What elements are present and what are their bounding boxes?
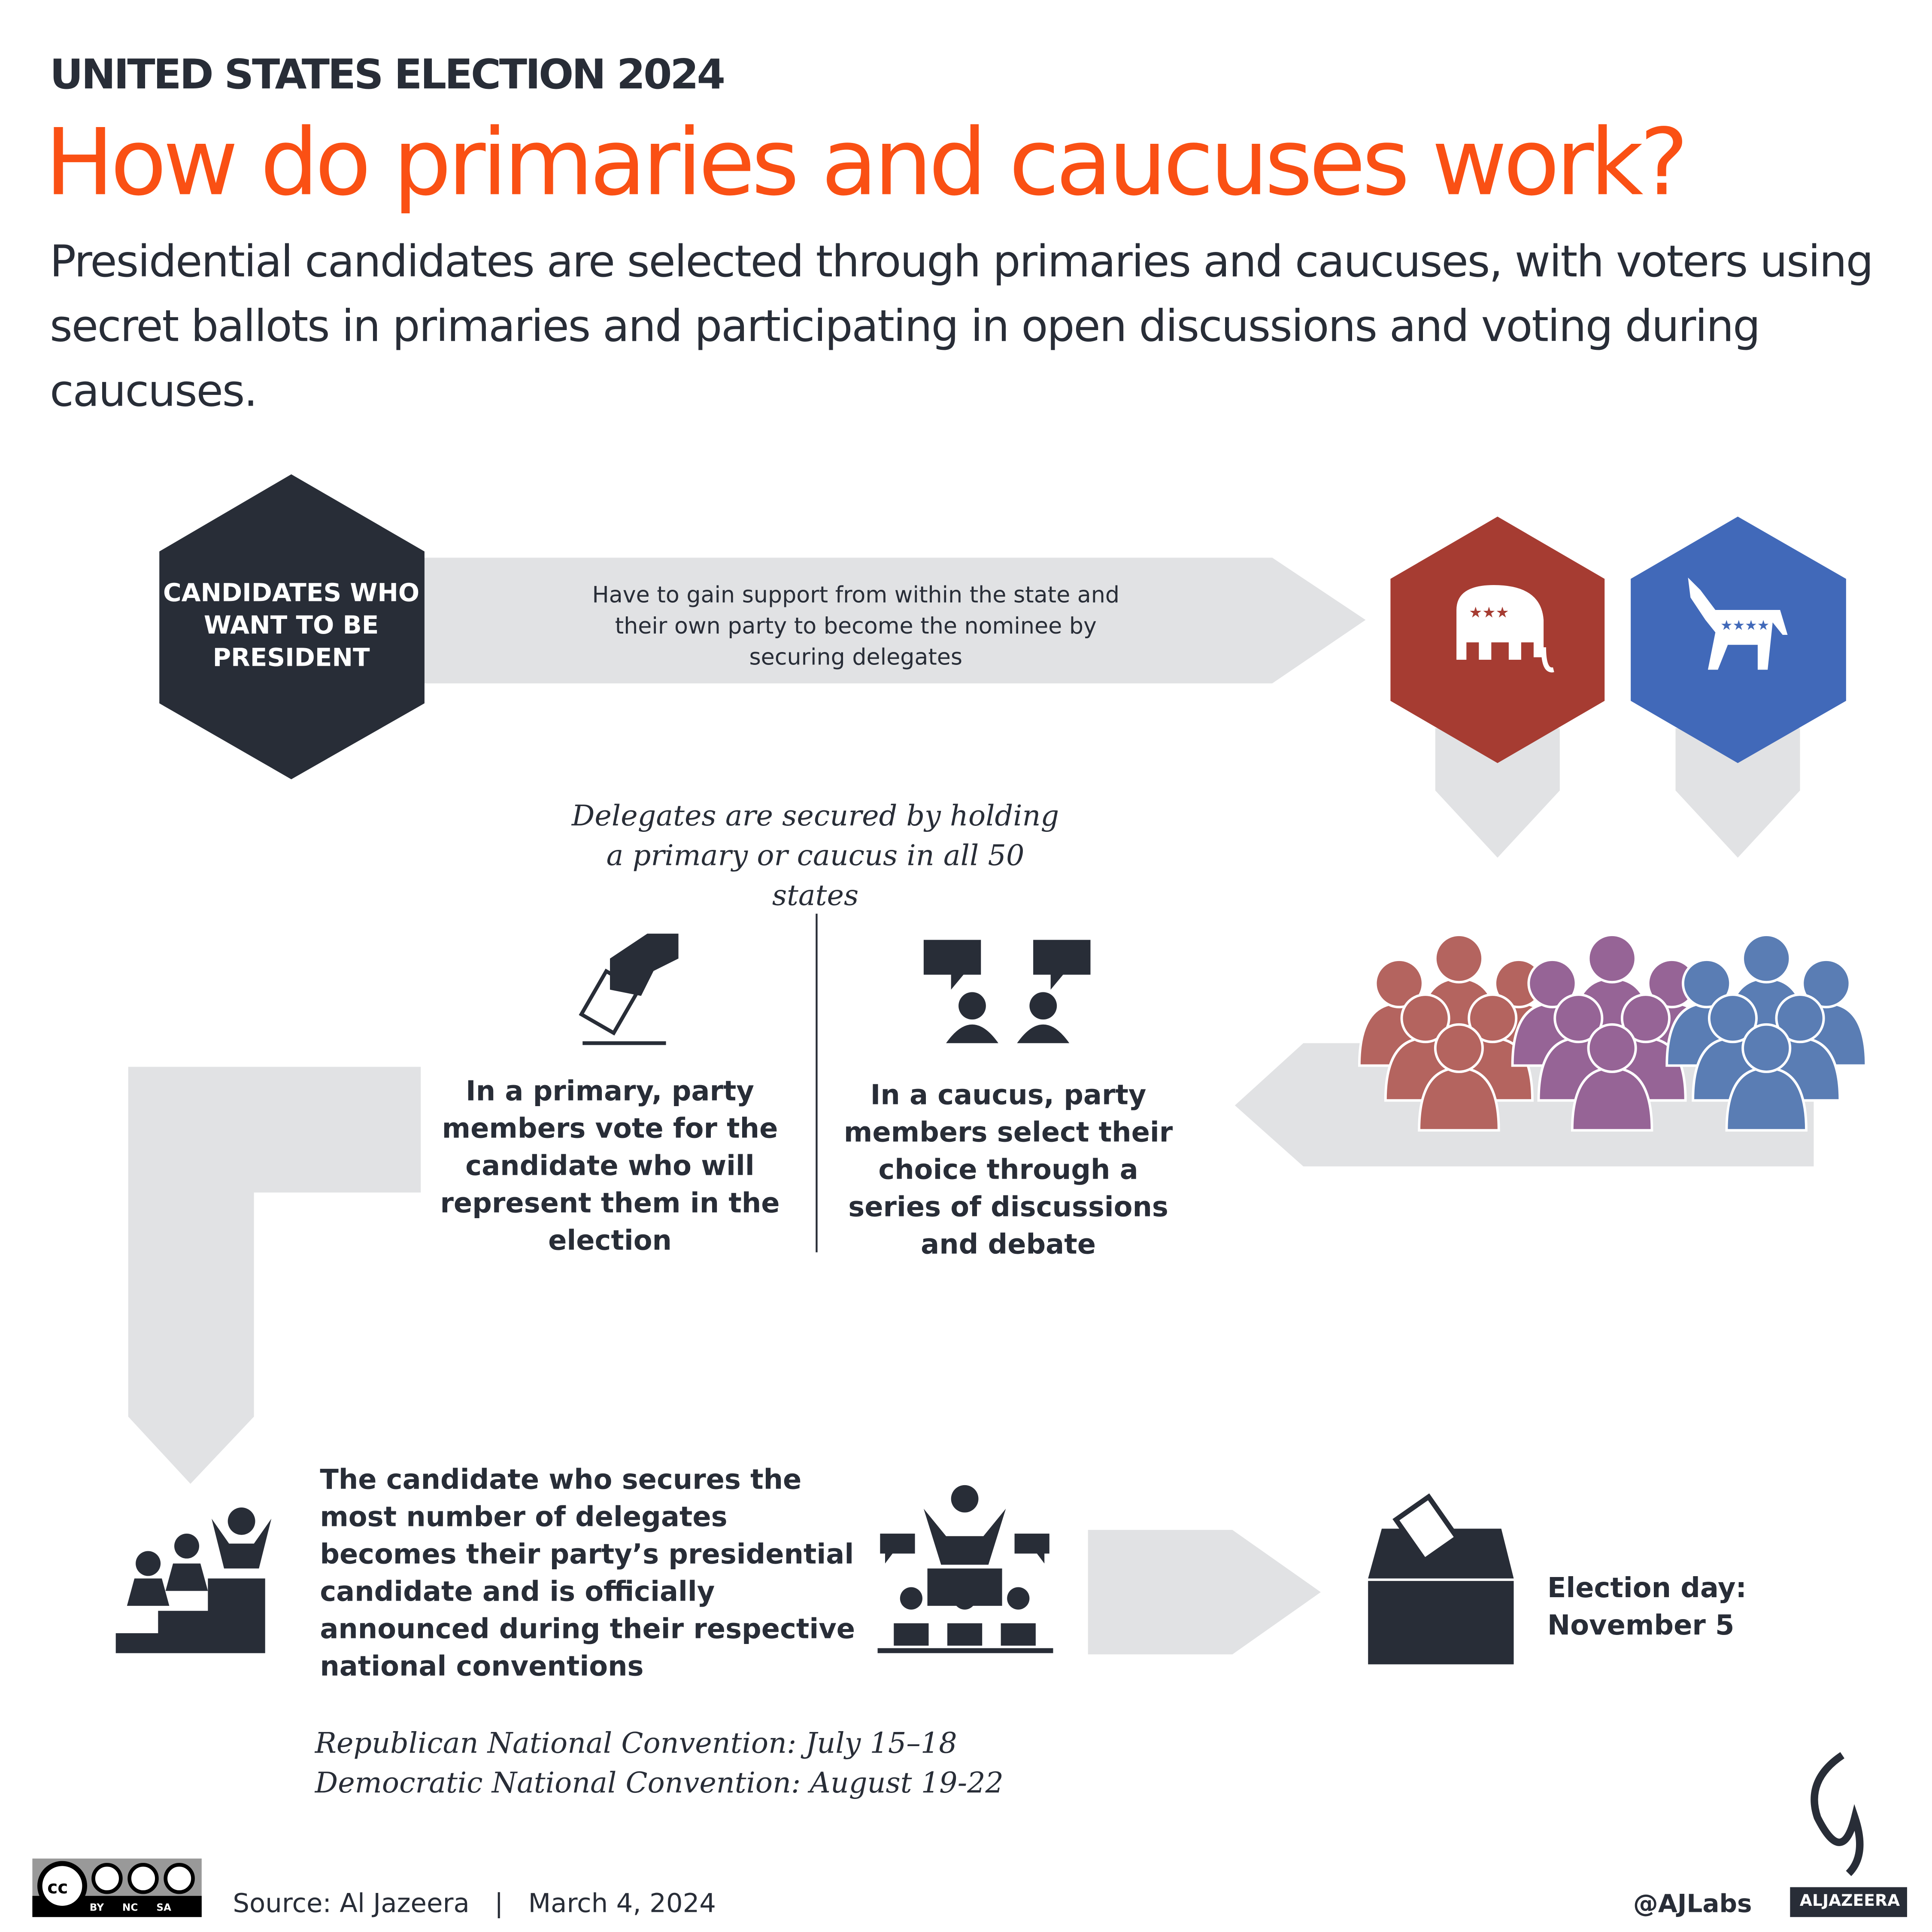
crowd-person-head bbox=[1682, 958, 1732, 1009]
nominee-text: The candidate who secures the most numbe… bbox=[320, 1465, 855, 1683]
crowd-person-head bbox=[1527, 958, 1577, 1009]
crowd-person-head bbox=[1468, 993, 1518, 1043]
donkey-icon bbox=[1688, 577, 1788, 670]
ballot-hand-icon bbox=[579, 934, 679, 1045]
crowd-icon bbox=[1358, 934, 1868, 1132]
source: Source: Al Jazeera bbox=[233, 1888, 470, 1919]
arrow-rep-down bbox=[1435, 728, 1560, 858]
date: March 4, 2024 bbox=[528, 1888, 716, 1919]
svg-text:cc: cc bbox=[47, 1877, 68, 1898]
ballot-box-icon bbox=[1368, 1493, 1514, 1665]
support-text: Have to gain support from within the sta… bbox=[592, 582, 1120, 671]
dnc-dates: Democratic National Convention: August 1… bbox=[315, 1768, 1004, 1800]
crowd-person-head bbox=[1741, 1023, 1792, 1073]
aljazeera-logo bbox=[1790, 1752, 1907, 1917]
elephant-icon bbox=[1456, 585, 1554, 673]
source-line: Source: Al Jazeera | March 4, 2024 bbox=[233, 1888, 716, 1918]
convention-icon bbox=[877, 1485, 1053, 1653]
primary-text: In a primary, party members vote for the… bbox=[440, 1077, 780, 1258]
crowd-person-head bbox=[1741, 934, 1792, 984]
crowd-person-head bbox=[1587, 1023, 1637, 1073]
crowd-person-head bbox=[1708, 993, 1758, 1043]
crowd-person-head bbox=[1400, 993, 1450, 1043]
podium-icon bbox=[115, 1507, 272, 1653]
crowd-person-head bbox=[1620, 993, 1671, 1043]
cc-license-icon: cc bbox=[32, 1858, 202, 1917]
crowd-person-head bbox=[1434, 1023, 1484, 1073]
candidates-hexagon bbox=[159, 474, 425, 779]
rnc-dates: Republican National Convention: July 15–… bbox=[315, 1728, 957, 1760]
arrow-support bbox=[411, 558, 1366, 684]
kicker: UNITED STATES ELECTION 2024 bbox=[50, 50, 725, 99]
handle: @AJLabs bbox=[1633, 1888, 1752, 1919]
crowd-person-head bbox=[1434, 934, 1484, 984]
brand: ALJAZEERA bbox=[1799, 1892, 1900, 1911]
subtitle: Presidential candidates are selected thr… bbox=[50, 237, 1874, 417]
delegates-note: Delegates are secured by holding a prima… bbox=[571, 800, 1059, 913]
arrow-dem-down bbox=[1675, 728, 1800, 858]
caucus-text: In a caucus, party members select their … bbox=[843, 1080, 1173, 1261]
page-title: How do primaries and caucuses work? bbox=[45, 109, 1689, 217]
svg-text:★★★★: ★★★★ bbox=[1720, 617, 1769, 633]
crowd-person-head bbox=[1374, 958, 1424, 1009]
crowd-person-head bbox=[1775, 993, 1825, 1043]
license-labels: BY NC SA bbox=[89, 1902, 171, 1914]
arrow-election bbox=[1088, 1530, 1321, 1655]
crowd-person-head bbox=[1553, 993, 1604, 1043]
crowd-person-head bbox=[1587, 934, 1637, 984]
arrow-bend bbox=[128, 1067, 421, 1484]
crowd-person-head bbox=[1801, 958, 1851, 1009]
candidates-label: CANDIDATES WHO WANT TO BE PRESIDENT bbox=[163, 577, 420, 673]
discussion-icon bbox=[923, 940, 1091, 1043]
separator: | bbox=[494, 1888, 503, 1919]
election-day: Election day: November 5 bbox=[1547, 1573, 1747, 1642]
svg-text:★★★: ★★★ bbox=[1469, 604, 1509, 621]
